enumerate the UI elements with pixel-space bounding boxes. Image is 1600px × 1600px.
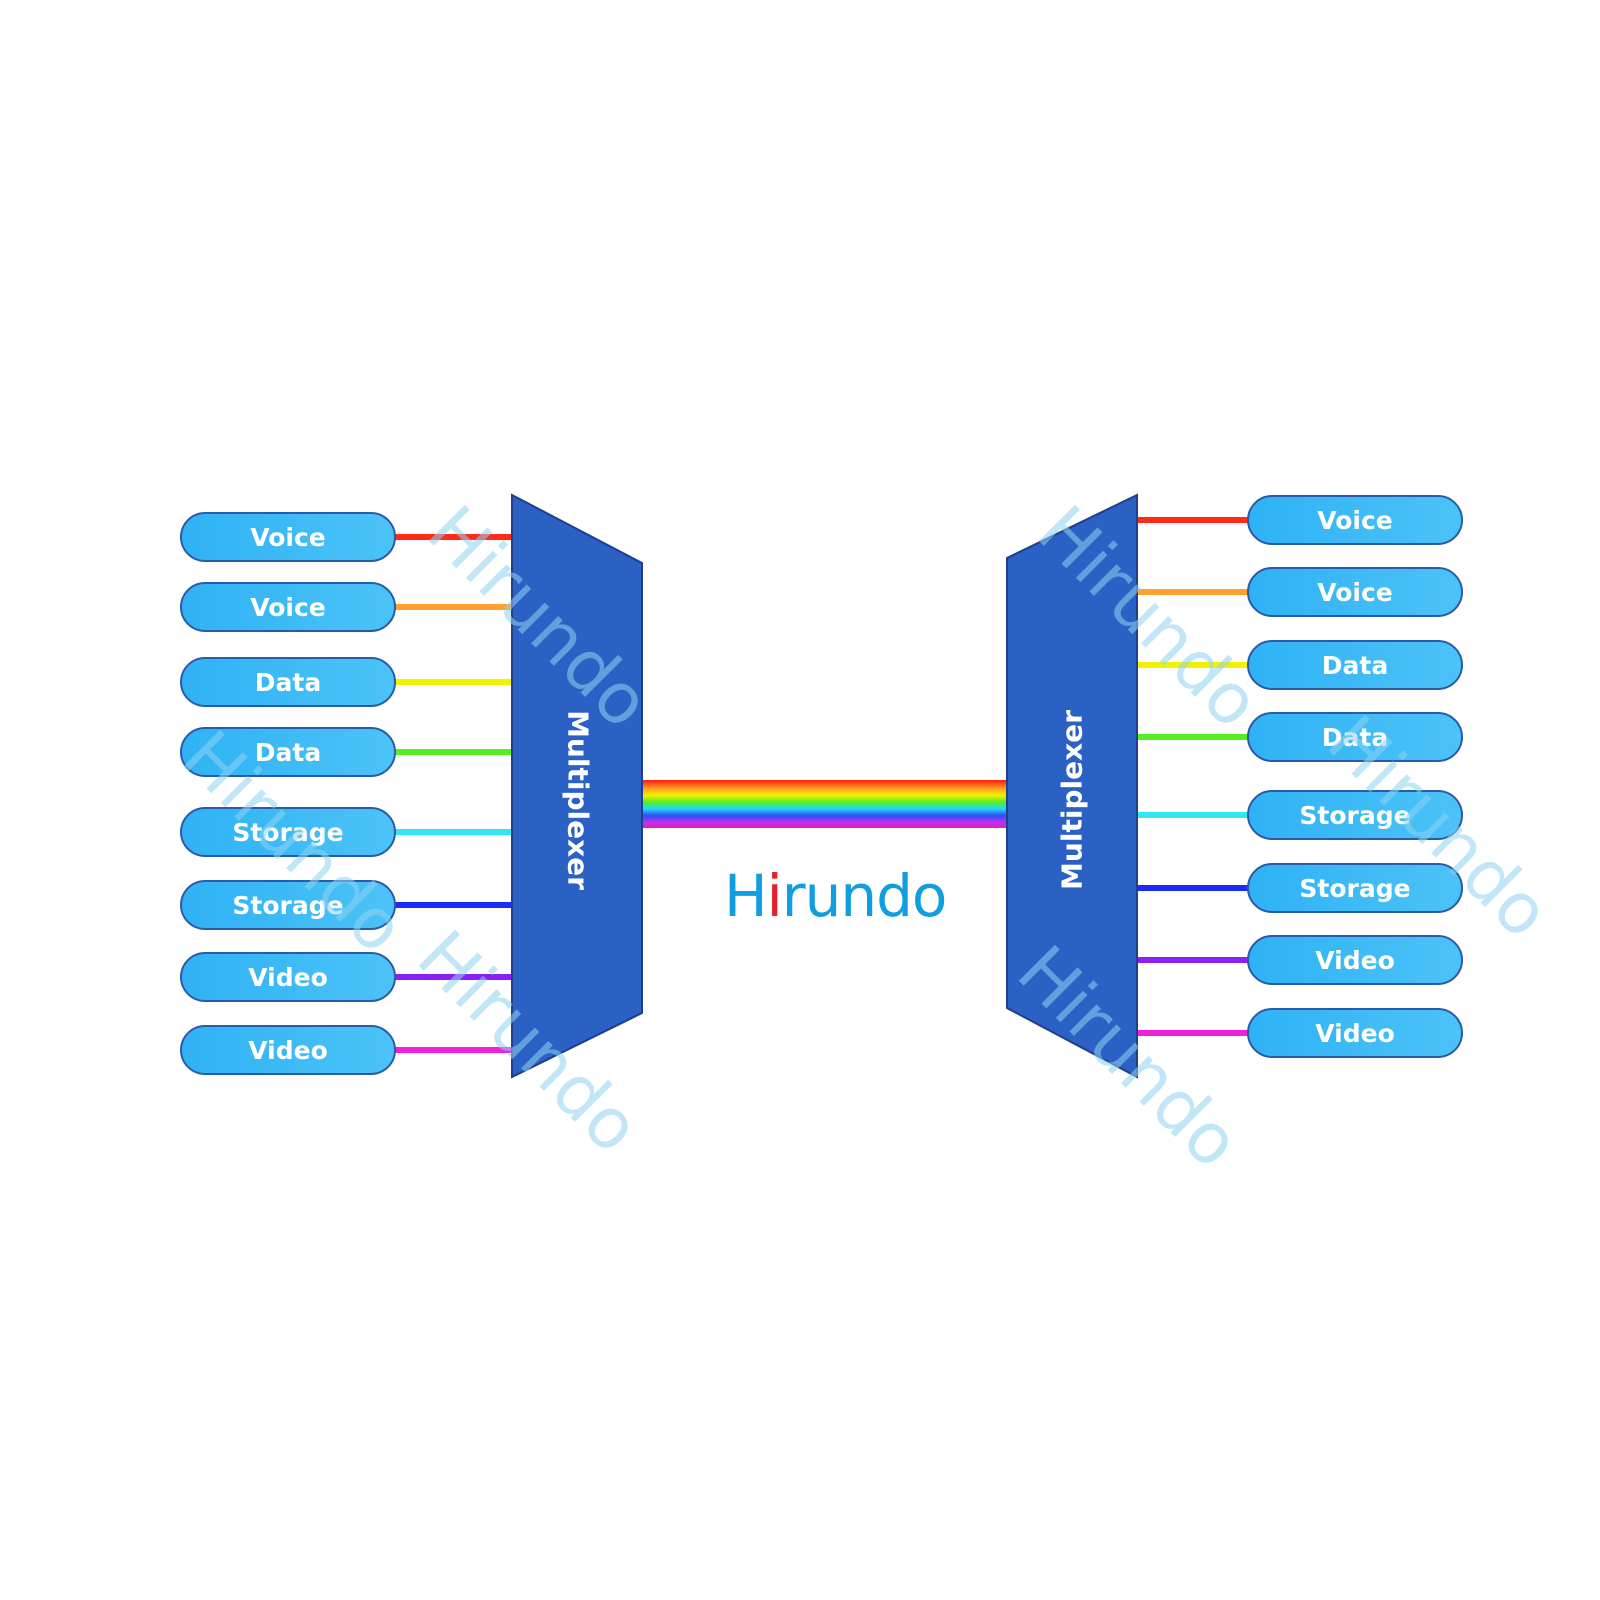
right-channel-data: Data — [1247, 712, 1463, 762]
left-multiplexer — [511, 493, 643, 1079]
right-channel-video: Video — [1247, 1008, 1463, 1058]
right-channel-video: Video — [1247, 935, 1463, 985]
right-channel-storage: Storage — [1247, 790, 1463, 840]
hirundo-logo: Hirundo — [724, 862, 947, 930]
right-multiplexer-label: Multiplexer — [1055, 710, 1089, 890]
right-channel-data: Data — [1247, 640, 1463, 690]
left-channel-data: Data — [180, 727, 396, 777]
right-channel-storage: Storage — [1247, 863, 1463, 913]
left-channel-video: Video — [180, 952, 396, 1002]
right-channel-voice: Voice — [1247, 567, 1463, 617]
left-channel-data: Data — [180, 657, 396, 707]
left-multiplexer-label: Multiplexer — [561, 710, 595, 890]
right-multiplexer — [1006, 493, 1138, 1079]
left-channel-video: Video — [180, 1025, 396, 1075]
left-channel-voice: Voice — [180, 512, 396, 562]
left-channel-storage: Storage — [180, 880, 396, 930]
right-channel-voice: Voice — [1247, 495, 1463, 545]
multiplexed-fiber-band — [642, 780, 1008, 828]
left-channel-storage: Storage — [180, 807, 396, 857]
left-channel-voice: Voice — [180, 582, 396, 632]
